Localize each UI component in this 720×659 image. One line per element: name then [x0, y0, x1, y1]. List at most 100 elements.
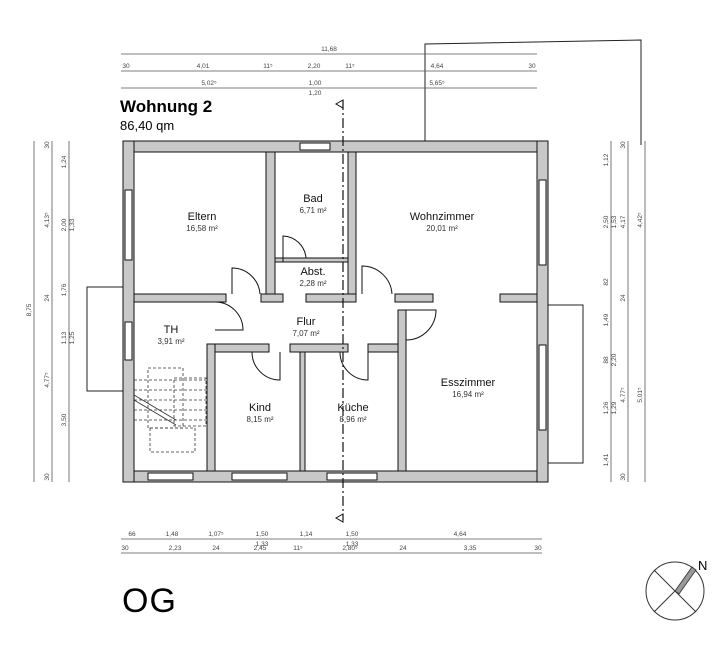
room-area: 16,58 m² — [186, 224, 218, 233]
room-area: 6,71 m² — [299, 206, 327, 215]
room-area: 3,91 m² — [157, 337, 185, 346]
room-kind: Kind 8,15 m² — [246, 402, 273, 424]
room-bad: Bad 6,71 m² — [299, 193, 326, 215]
svg-text:11⁵: 11⁵ — [345, 63, 355, 70]
svg-text:1,00: 1,00 — [309, 80, 322, 87]
room-area: 8,15 m² — [246, 415, 274, 424]
svg-text:24: 24 — [44, 294, 51, 302]
svg-text:30: 30 — [121, 545, 129, 552]
svg-text:24: 24 — [399, 545, 407, 552]
room-area: 7,07 m² — [292, 329, 320, 338]
svg-text:11⁵: 11⁵ — [263, 63, 273, 70]
room-wohnzimmer: Wohnzimmer 20,01 m² — [410, 211, 475, 233]
svg-text:1,24: 1,24 — [61, 155, 68, 168]
svg-text:4,01: 4,01 — [197, 63, 210, 70]
section-marker-top — [334, 99, 344, 109]
svg-text:4,77⁵: 4,77⁵ — [620, 387, 627, 403]
svg-text:1,07⁵: 1,07⁵ — [208, 531, 224, 538]
stair — [134, 367, 207, 453]
svg-text:88: 88 — [603, 356, 610, 364]
svg-text:2,00: 2,00 — [61, 218, 68, 231]
svg-text:1,76: 1,76 — [61, 283, 68, 296]
svg-text:82: 82 — [603, 278, 610, 286]
svg-text:4,64: 4,64 — [454, 531, 467, 538]
floor-label: OG — [122, 582, 177, 620]
apartment-title: Wohnung 2 — [120, 97, 213, 116]
balcony-left — [86, 286, 126, 392]
svg-text:4,17: 4,17 — [620, 215, 627, 228]
room-abst: Abst. 2,28 m² — [299, 266, 326, 288]
room-flur: Flur 7,07 m² — [292, 316, 319, 338]
room-name: Kind — [248, 402, 272, 414]
svg-text:4,77⁵: 4,77⁵ — [44, 372, 51, 388]
svg-text:1,41: 1,41 — [603, 453, 610, 466]
room-area: 20,01 m² — [426, 224, 458, 233]
svg-text:2,80⁵: 2,80⁵ — [342, 545, 358, 552]
svg-text:4,64: 4,64 — [431, 63, 444, 70]
svg-text:30: 30 — [528, 63, 536, 70]
dimension-lines — [33, 53, 646, 554]
door-swings — [214, 235, 437, 381]
room-eltern: Eltern 16,58 m² — [186, 211, 218, 233]
svg-text:1,29: 1,29 — [611, 401, 618, 414]
svg-text:2,23: 2,23 — [169, 545, 182, 552]
room-name: Küche — [337, 402, 369, 414]
svg-text:2,50: 2,50 — [603, 215, 610, 228]
svg-text:30: 30 — [44, 141, 51, 149]
svg-text:1,50: 1,50 — [256, 531, 269, 538]
svg-text:N: N — [698, 558, 707, 573]
svg-text:30: 30 — [122, 63, 130, 70]
windows — [124, 142, 547, 481]
svg-text:4,42⁵: 4,42⁵ — [637, 212, 644, 228]
room-name: Flur — [296, 316, 316, 328]
svg-text:3,35: 3,35 — [464, 545, 477, 552]
svg-text:1,50: 1,50 — [346, 531, 359, 538]
svg-text:1,14: 1,14 — [300, 531, 313, 538]
svg-text:1,33: 1,33 — [256, 541, 269, 548]
svg-text:1,49: 1,49 — [603, 313, 610, 326]
room-th: TH 3,91 m² — [157, 324, 184, 346]
svg-text:1,53: 1,53 — [611, 215, 618, 228]
svg-text:1,48: 1,48 — [166, 531, 179, 538]
svg-text:1,20: 1,20 — [309, 90, 322, 97]
svg-text:66: 66 — [128, 531, 136, 538]
svg-text:1,25: 1,25 — [69, 331, 76, 344]
svg-text:1,26: 1,26 — [603, 401, 610, 414]
room-area: 16,94 m² — [452, 390, 484, 399]
room-name: Eltern — [187, 211, 217, 223]
svg-text:1,12: 1,12 — [603, 153, 610, 166]
svg-text:5,01⁵: 5,01⁵ — [637, 387, 644, 403]
room-name: TH — [163, 324, 179, 336]
apartment-area: 86,40 qm — [120, 118, 175, 133]
terrace-outline — [424, 39, 642, 145]
dim-top-total: 11,68 — [321, 46, 337, 53]
room-area: 2,28 m² — [299, 279, 327, 288]
svg-text:2,20: 2,20 — [308, 63, 321, 70]
section-marker-bottom — [334, 513, 344, 523]
walls — [122, 140, 549, 483]
svg-text:5,02⁵: 5,02⁵ — [201, 80, 217, 87]
svg-text:30: 30 — [620, 473, 627, 481]
compass-icon: N — [645, 558, 707, 621]
svg-text:1,33: 1,33 — [346, 541, 359, 548]
svg-text:24: 24 — [212, 545, 220, 552]
svg-text:2,45: 2,45 — [254, 545, 267, 552]
svg-text:30: 30 — [620, 141, 627, 149]
svg-text:3,50: 3,50 — [61, 413, 68, 426]
svg-text:4,13⁵: 4,13⁵ — [44, 212, 51, 228]
room-name: Abst. — [300, 266, 326, 278]
svg-text:1,13: 1,13 — [61, 331, 68, 344]
room-area: 8,96 m² — [339, 415, 367, 424]
balcony-right — [546, 304, 584, 464]
svg-text:11⁵: 11⁵ — [293, 545, 303, 552]
svg-text:30: 30 — [534, 545, 542, 552]
room-kueche: Küche 8,96 m² — [337, 402, 368, 424]
svg-text:5,65⁵: 5,65⁵ — [429, 80, 445, 87]
svg-text:2,20: 2,20 — [611, 353, 618, 366]
room-name: Wohnzimmer — [409, 211, 475, 223]
room-esszimmer: Esszimmer 16,94 m² — [441, 377, 495, 399]
svg-text:8,75: 8,75 — [26, 303, 33, 316]
svg-text:24: 24 — [620, 294, 627, 302]
svg-text:30: 30 — [44, 473, 51, 481]
